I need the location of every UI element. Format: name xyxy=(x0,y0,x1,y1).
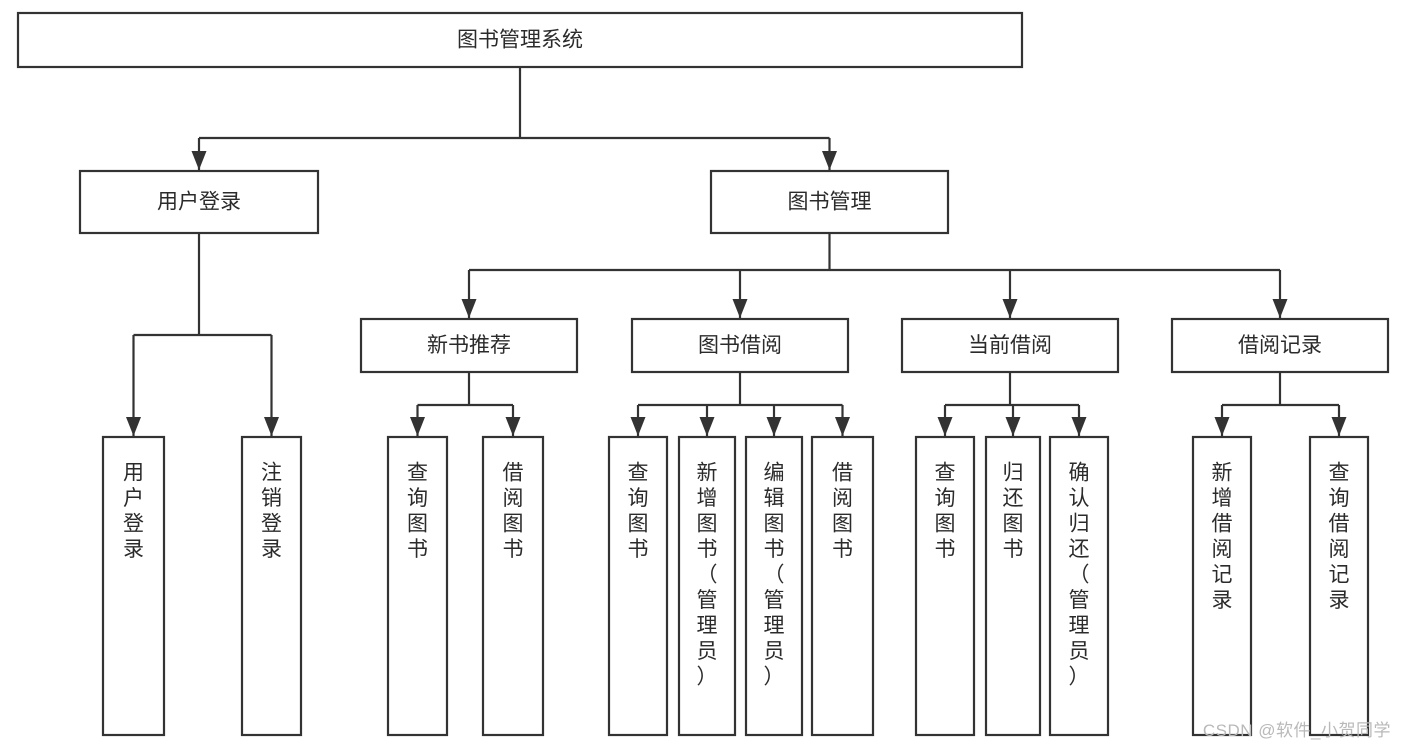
node-user-login-rect xyxy=(78,169,320,235)
node-current-borrow-label: 当前借阅 xyxy=(968,334,1052,357)
arrow-head-icon xyxy=(1272,299,1288,318)
arrow-head-icon xyxy=(1071,417,1087,436)
node-book-management-rect xyxy=(709,169,950,235)
node-boxes-layer: 图书管理系统用户登录图书管理新书推荐图书借阅当前借阅借阅记录用户登录注销登录查询… xyxy=(16,11,1390,737)
node-leaf-return-book-rect xyxy=(984,435,1042,737)
node-current-borrow[interactable]: 当前借阅 xyxy=(900,317,1120,374)
node-leaf-borrow-book-2-rect xyxy=(810,435,875,737)
node-new-book-recommend[interactable]: 新书推荐 xyxy=(359,317,579,374)
node-leaf-borrow-book-2-label: 借阅图书 xyxy=(832,462,853,562)
node-leaf-borrow-book-1-rect xyxy=(481,435,545,737)
node-leaf-borrow-book-2[interactable]: 借阅图书 xyxy=(810,435,875,737)
arrow-head-icon xyxy=(126,417,141,436)
node-leaf-user-login[interactable]: 用户登录 xyxy=(101,435,166,737)
arrow-head-icon xyxy=(1214,417,1230,436)
arrow-head-icon xyxy=(264,417,279,436)
node-current-borrow-rect xyxy=(900,317,1120,374)
node-leaf-query-book-1[interactable]: 查询图书 xyxy=(386,435,449,737)
node-leaf-borrow-book-1-label: 借阅图书 xyxy=(503,462,524,562)
node-leaf-add-book-label: 新增图书（管理员） xyxy=(697,462,718,689)
node-book-management[interactable]: 图书管理 xyxy=(709,169,950,235)
node-root-label: 图书管理系统 xyxy=(457,29,583,52)
node-leaf-add-borrow-record[interactable]: 新增借阅记录 xyxy=(1191,435,1253,737)
node-leaf-logout-rect xyxy=(240,435,303,737)
node-book-borrow[interactable]: 图书借阅 xyxy=(630,317,850,374)
node-leaf-query-borrow-record-rect xyxy=(1308,435,1370,737)
arrow-head-icon xyxy=(630,417,646,436)
arrow-head-icon xyxy=(822,151,837,170)
node-leaf-query-book-3-label: 查询图书 xyxy=(935,462,956,562)
arrow-head-icon xyxy=(1005,417,1021,436)
node-leaf-query-book-2-label: 查询图书 xyxy=(628,462,649,562)
arrow-head-icon xyxy=(1002,299,1018,318)
node-user-login-label: 用户登录 xyxy=(157,191,241,214)
arrow-head-icon xyxy=(766,417,782,436)
arrow-head-icon xyxy=(835,417,850,436)
node-leaf-query-borrow-record[interactable]: 查询借阅记录 xyxy=(1308,435,1370,737)
node-borrow-records-label: 借阅记录 xyxy=(1238,334,1322,357)
node-leaf-user-login-label: 用户登录 xyxy=(123,462,144,562)
node-leaf-query-book-3[interactable]: 查询图书 xyxy=(914,435,976,737)
node-leaf-add-book-rect xyxy=(677,435,737,737)
node-user-login[interactable]: 用户登录 xyxy=(78,169,320,235)
node-book-borrow-label: 图书借阅 xyxy=(698,334,782,357)
arrow-head-icon xyxy=(461,299,477,318)
node-leaf-edit-book[interactable]: 编辑图书（管理员） xyxy=(744,435,804,737)
node-book-management-label: 图书管理 xyxy=(788,191,872,214)
node-leaf-edit-book-rect xyxy=(744,435,804,737)
connector-edges-layer xyxy=(126,67,1347,436)
node-leaf-return-book[interactable]: 归还图书 xyxy=(984,435,1042,737)
arrow-head-icon xyxy=(699,417,715,436)
node-leaf-add-borrow-record-label: 新增借阅记录 xyxy=(1212,462,1233,613)
node-leaf-query-book-2[interactable]: 查询图书 xyxy=(607,435,669,737)
node-leaf-user-login-rect xyxy=(101,435,166,737)
arrow-head-icon xyxy=(505,417,521,436)
node-leaf-edit-book-label: 编辑图书（管理员） xyxy=(764,462,785,689)
node-leaf-add-book[interactable]: 新增图书（管理员） xyxy=(677,435,737,737)
node-leaf-confirm-return[interactable]: 确认归还（管理员） xyxy=(1048,435,1110,737)
node-leaf-query-book-1-label: 查询图书 xyxy=(407,462,428,562)
node-new-book-recommend-label: 新书推荐 xyxy=(427,334,511,357)
node-leaf-return-book-label: 归还图书 xyxy=(1003,462,1024,562)
node-new-book-recommend-rect xyxy=(359,317,579,374)
node-root[interactable]: 图书管理系统 xyxy=(16,11,1024,69)
node-borrow-records-rect xyxy=(1170,317,1390,374)
node-leaf-logout-label: 注销登录 xyxy=(261,462,282,562)
node-leaf-query-borrow-record-label: 查询借阅记录 xyxy=(1329,462,1350,613)
node-root-rect xyxy=(16,11,1024,69)
arrow-head-icon xyxy=(191,151,207,170)
node-leaf-query-book-1-rect xyxy=(386,435,449,737)
arrow-head-icon xyxy=(1331,417,1347,436)
node-book-borrow-rect xyxy=(630,317,850,374)
node-leaf-borrow-book-1[interactable]: 借阅图书 xyxy=(481,435,545,737)
csdn-watermark: CSDN @软件_小贺同学 xyxy=(1202,721,1391,740)
node-borrow-records[interactable]: 借阅记录 xyxy=(1170,317,1390,374)
node-leaf-query-book-2-rect xyxy=(607,435,669,737)
node-leaf-add-borrow-record-rect xyxy=(1191,435,1253,737)
arrow-head-icon xyxy=(732,299,748,318)
node-leaf-confirm-return-rect xyxy=(1048,435,1110,737)
arrow-head-icon xyxy=(937,417,953,436)
arrow-head-icon xyxy=(410,417,425,436)
node-leaf-query-book-3-rect xyxy=(914,435,976,737)
node-leaf-logout[interactable]: 注销登录 xyxy=(240,435,303,737)
node-leaf-confirm-return-label: 确认归还（管理员） xyxy=(1069,462,1090,689)
